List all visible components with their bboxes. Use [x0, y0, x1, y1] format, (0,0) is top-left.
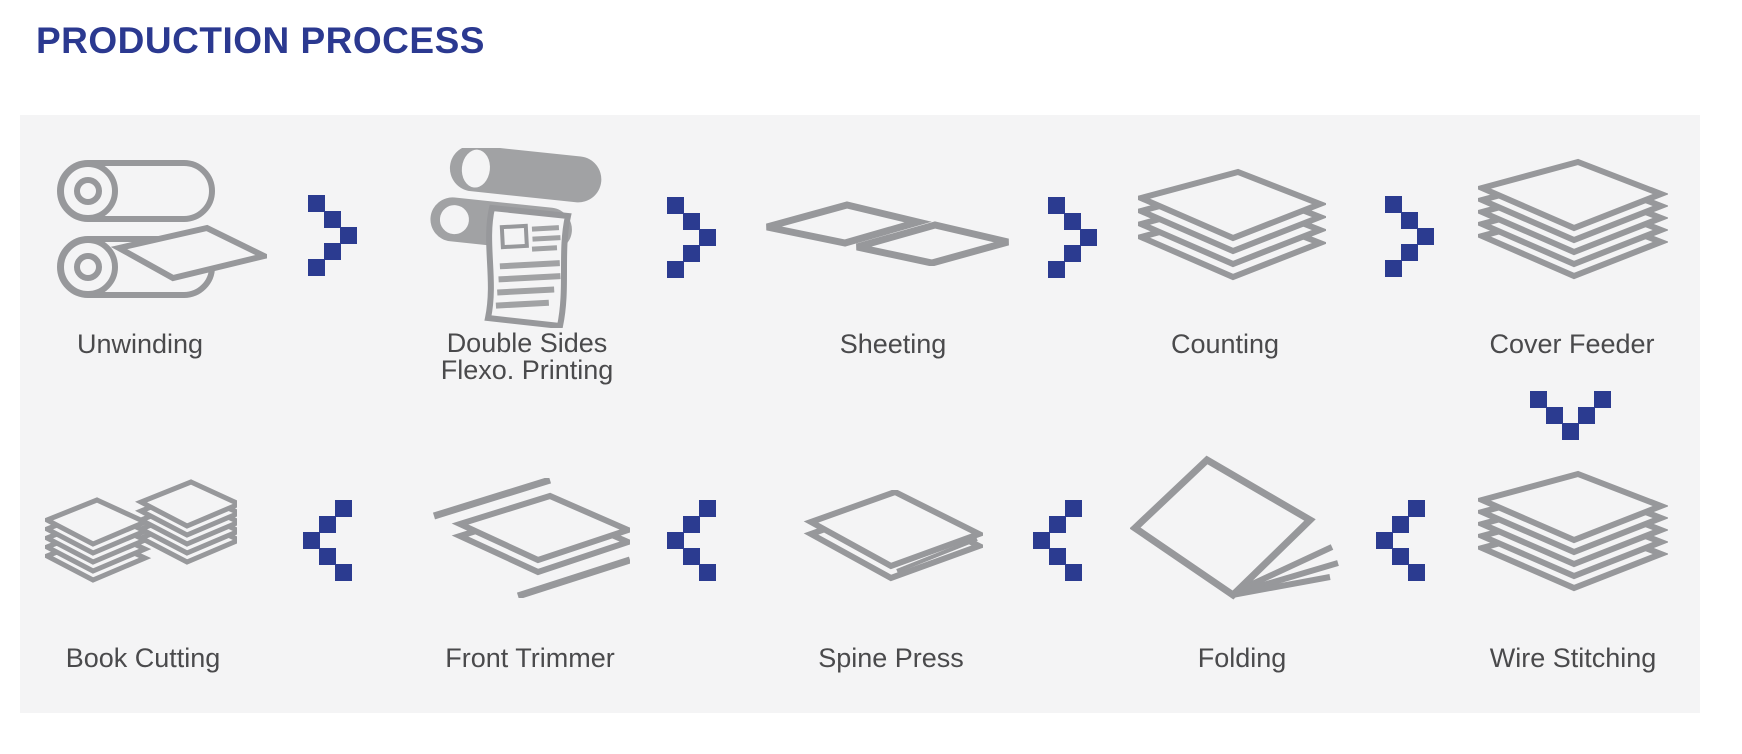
step-label-wire-stitching: Wire Stitching: [1489, 643, 1657, 673]
step-label-folding: Folding: [1197, 643, 1287, 673]
folding-icon: [1130, 455, 1345, 610]
step-label-flexo-line1: Double Sides: [446, 328, 608, 358]
flow-arrow-left-icon: [1376, 500, 1425, 581]
page-title: PRODUCTION PROCESS: [36, 20, 485, 61]
flow-arrow-right-icon: [308, 195, 357, 276]
step-label-spine-press: Spine Press: [818, 643, 964, 673]
front-trimmer-icon: [432, 478, 630, 598]
step-label-flexo-line2: Flexo. Printing: [440, 355, 614, 385]
step-label-unwinding: Unwinding: [76, 329, 204, 359]
step-label-book-cutting: Book Cutting: [65, 643, 221, 673]
flexo-printing-icon: [430, 148, 602, 328]
book-cutting-icon: [45, 476, 237, 600]
step-label-cover-feeder: Cover Feeder: [1489, 329, 1655, 359]
counting-icon: [1138, 168, 1326, 290]
sheeting-icon: [763, 200, 1011, 266]
flow-arrow-left-icon: [303, 500, 352, 581]
flow-arrow-right-icon: [1048, 197, 1097, 278]
flow-arrow-down-icon: [1530, 391, 1611, 440]
flow-arrow-right-icon: [1385, 196, 1434, 277]
step-label-sheeting: Sheeting: [839, 329, 947, 359]
flow-arrow-left-icon: [1033, 500, 1082, 581]
step-label-front-trimmer: Front Trimmer: [445, 643, 615, 673]
flow-arrow-left-icon: [667, 500, 716, 581]
wire-stitching-icon: [1478, 470, 1668, 600]
step-label-counting: Counting: [1170, 329, 1280, 359]
step-label-flexo-printing: Double Sides Flexo. Printing: [377, 330, 677, 384]
spine-press-icon: [797, 490, 983, 592]
flow-arrow-right-icon: [667, 197, 716, 278]
unwinding-icon: [57, 160, 267, 298]
cover-feeder-icon: [1478, 158, 1668, 288]
